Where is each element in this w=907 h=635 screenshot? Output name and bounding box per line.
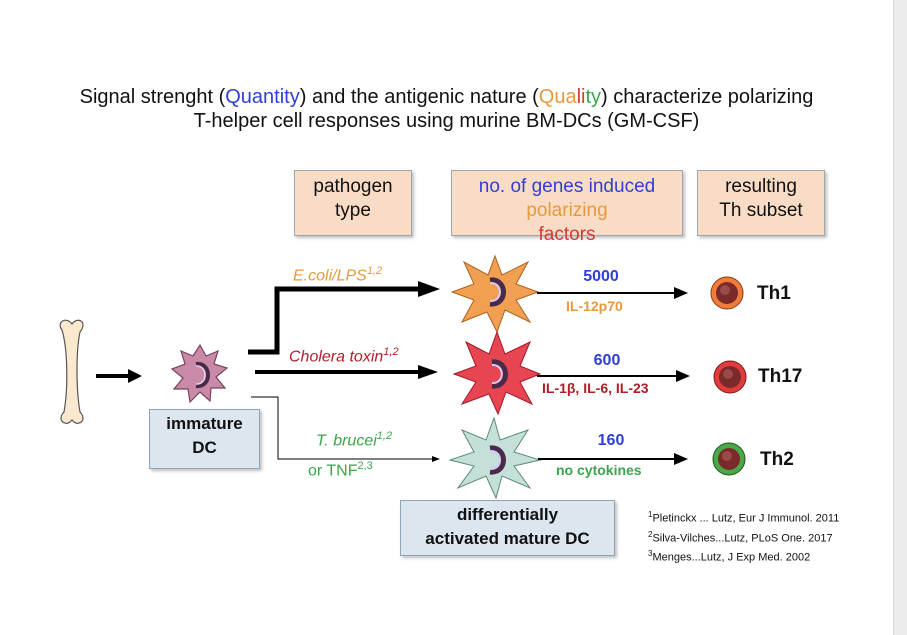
cholera-activated-dc-icon [452,330,542,416]
brucei-activated-dc-icon [448,416,542,500]
th17-cell-icon [713,360,747,394]
th17-label: Th17 [758,366,803,387]
genes-count-cholera: 600 [593,352,621,369]
genes-induced-header: no. of genes induced polarizing factors [451,170,683,245]
lps-arrow [248,286,420,355]
stimulus-cholera: Cholera toxin1,2 [289,346,399,366]
brucei-arrow [251,396,434,460]
genes-count-lps: 5000 [583,268,619,285]
immature-dc-icon [170,343,229,404]
title-line-1: Signal strenght (Quantity) and the antig… [79,86,814,108]
reference-2: 2Silva-Vilches...Lutz, PLoS One. 2017 [648,529,833,545]
th2-cell-icon [712,442,746,476]
reference-1: 1Pletinckx ... Lutz, Eur J Immunol. 2011 [648,510,840,525]
th1-cell-icon [710,276,744,310]
genes-count-brucei: 160 [597,432,625,449]
stimulus-brucei: T. brucei1,2 [316,430,393,450]
factors-cholera: IL-1β, IL-6, IL-23 [542,380,649,396]
lps-activated-dc-icon [450,254,540,334]
references: 1Pletinckx ... Lutz, Eur J Immunol. 2011… [648,507,839,566]
stimulus-lps: E.coli/LPS1,2 [293,265,383,285]
stimulus-tnf: or TNF2,3 [308,460,373,480]
window-edge [893,0,907,635]
bone-icon [59,319,84,424]
th1-label: Th1 [757,283,791,304]
factors-lps: IL-12p70 [566,298,623,314]
title-line-2: T-helper cell responses using murine BM-… [193,110,700,132]
factors-brucei: no cytokines [556,462,642,478]
th2-label: Th2 [760,449,794,470]
reference-3: 3Menges...Lutz, J Exp Med. 2002 [648,549,811,564]
